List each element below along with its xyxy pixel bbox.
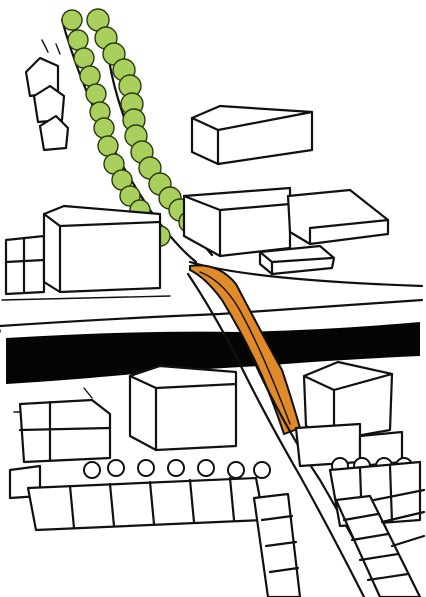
shrub-icon — [138, 460, 154, 476]
shrub-icon — [84, 462, 100, 478]
shrub-icon — [198, 460, 214, 476]
tree-icon — [86, 84, 106, 104]
shrub-icon — [168, 460, 184, 476]
tree-icon — [62, 10, 82, 30]
tree-icon — [98, 136, 118, 156]
shrub-icon — [108, 460, 124, 476]
tree-icon — [80, 66, 100, 86]
shrub-icon — [254, 462, 270, 478]
tree-icon — [74, 48, 94, 68]
tree-icon — [68, 30, 88, 50]
lower-town-right — [296, 362, 402, 466]
shrub-icon — [228, 462, 244, 478]
tree-icon — [94, 118, 114, 138]
